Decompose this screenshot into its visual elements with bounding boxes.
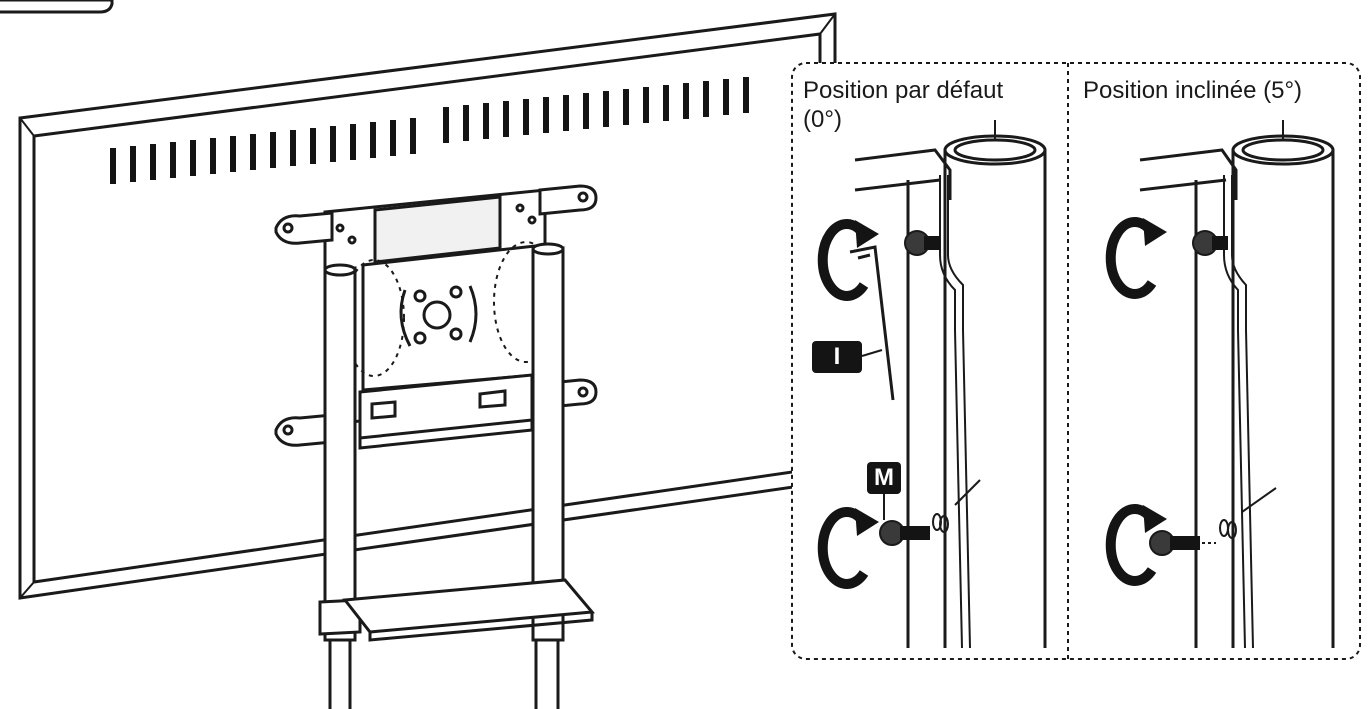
screw-icon [1192, 230, 1228, 256]
default-position-label-line2: (0°) [803, 106, 842, 133]
tilted-position-label: Position inclinée (5°) [1083, 77, 1303, 104]
detail-tilted [1139, 120, 1335, 649]
default-position-label: Position par défaut (0°) [803, 76, 1003, 134]
screw-icon [1149, 530, 1200, 556]
tool-badge-i: I [812, 341, 862, 373]
stand [318, 242, 596, 709]
hex-key-icon [849, 245, 895, 401]
default-position-label-line1: Position par défaut [803, 77, 1004, 104]
detail-frame [791, 62, 1361, 660]
callout-left [343, 259, 405, 377]
screw-icon [879, 520, 930, 546]
mount-bracket [274, 184, 598, 450]
screw-icon [904, 230, 940, 256]
detail-default [854, 120, 1047, 649]
screw-badge-m: M [867, 462, 901, 494]
